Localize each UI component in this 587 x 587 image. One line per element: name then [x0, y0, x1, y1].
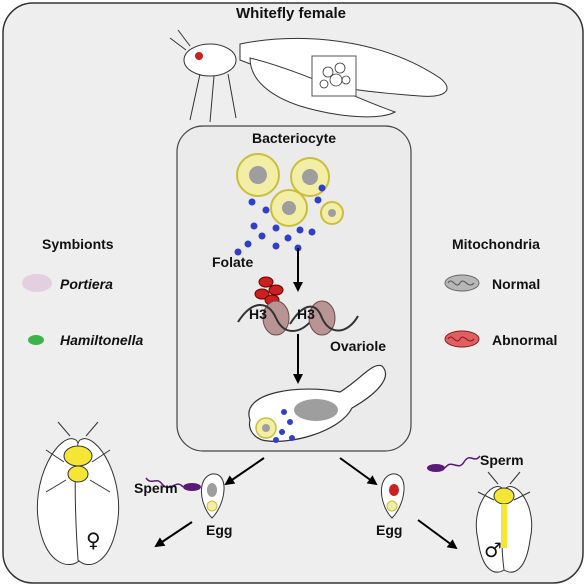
- right-sperm-label: Sperm: [480, 452, 524, 468]
- bacteriocyte-inset-box: [311, 55, 357, 97]
- normal-label: Normal: [492, 276, 541, 292]
- folate-dots: [234, 184, 326, 256]
- right-sperm: [427, 455, 481, 472]
- arrow-to-male: [417, 519, 458, 550]
- arrow-to-female: [154, 521, 193, 548]
- arrow-to-right-egg: [339, 457, 378, 486]
- diagram-title: Whitefly female: [236, 5, 347, 22]
- female-whitefly: [36, 421, 120, 565]
- male-symbol: ♂: [484, 538, 502, 562]
- folate-label: Folate: [212, 254, 254, 270]
- inset-cluster: [319, 62, 351, 89]
- whitefly-eye: [195, 52, 203, 60]
- histone-label: H3: [297, 306, 315, 322]
- bacteriocyte-cells: [236, 153, 344, 227]
- left-egg: [201, 473, 225, 519]
- symbionts-heading: Symbionts: [42, 236, 114, 252]
- arrow-to-left-egg: [224, 457, 265, 486]
- bacteriocyte-cell: [270, 189, 308, 227]
- bacteriocyte-cell: [320, 201, 344, 225]
- left-sperm: [145, 477, 201, 491]
- male-whitefly: [475, 471, 533, 573]
- mitochondria-heading: Mitochondria: [452, 236, 540, 252]
- histone-h3-right: [289, 300, 359, 336]
- bacteriocyte-label: Bacteriocyte: [252, 130, 337, 146]
- left-egg-label: Egg: [206, 522, 233, 538]
- normal-mitochondria-swatch: [444, 274, 480, 292]
- ovariole-label: Ovariole: [330, 338, 387, 354]
- histone-h3-left: [237, 300, 313, 336]
- histone-label: H3: [249, 306, 267, 322]
- abnormal-label: Abnormal: [492, 332, 558, 348]
- portiera-swatch: [22, 274, 52, 292]
- hamiltonella-label: Hamiltonella: [60, 332, 144, 348]
- ovariole: [248, 364, 387, 443]
- left-sperm-label: Sperm: [134, 480, 178, 496]
- abnormal-mitochondria-swatch: [444, 330, 480, 348]
- female-symbol: ♀: [86, 528, 101, 552]
- bacteriocyte-cell: [236, 153, 280, 197]
- right-egg-label: Egg: [376, 522, 403, 538]
- right-egg: [381, 473, 405, 519]
- hamiltonella-swatch: [28, 335, 44, 345]
- portiera-label: Portiera: [60, 276, 113, 292]
